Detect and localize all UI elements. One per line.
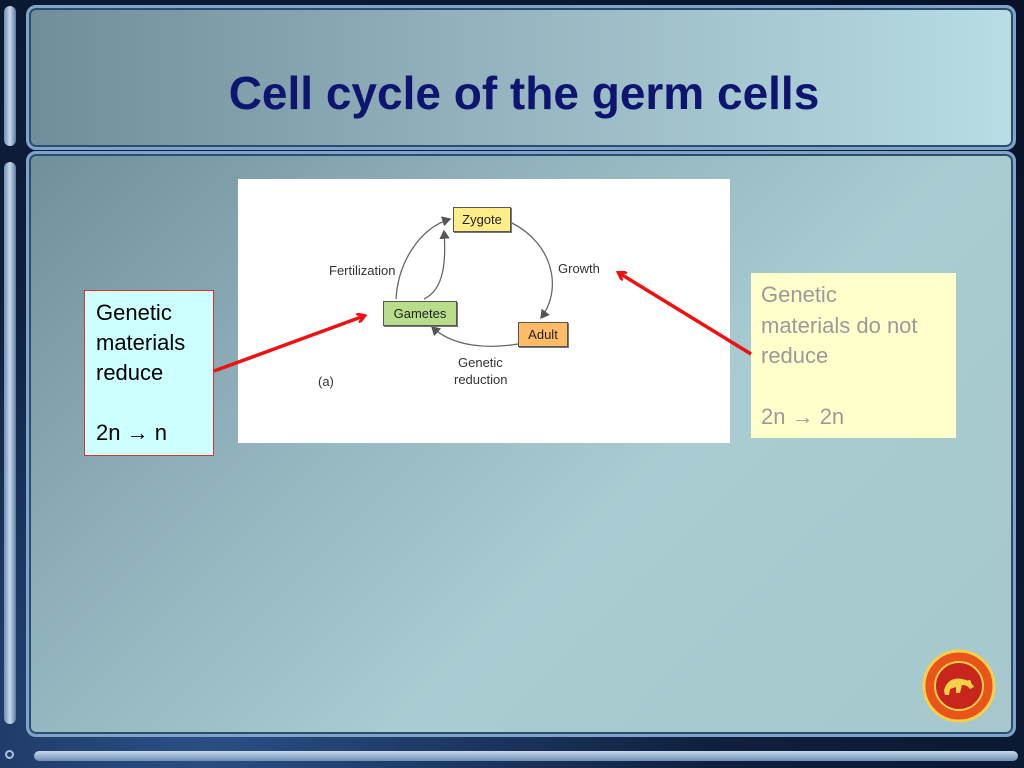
fertilization-label: Fertilization xyxy=(329,263,396,278)
growth-arc xyxy=(511,222,554,320)
adult-box: Adult xyxy=(518,322,568,347)
zygote-box: Zygote xyxy=(453,207,511,232)
reduction-label-2: reduction xyxy=(454,372,508,387)
fertilization-arc-outer xyxy=(395,216,452,300)
slide-title: Cell cycle of the germ cells xyxy=(228,67,820,119)
right-note-box: Genetic materials do not reduce 2n → 2n xyxy=(751,273,956,438)
reduction-label-1: Genetic xyxy=(458,355,503,370)
right-note-line-2: materials do not xyxy=(761,312,918,338)
decorative-rail-horizontal xyxy=(34,751,1018,761)
left-callout-arrow xyxy=(213,316,364,373)
decorative-rail-top xyxy=(4,6,16,146)
fertilization-arc-inner xyxy=(423,229,450,300)
left-note-line-3: reduce xyxy=(96,360,164,385)
cycle-arrows xyxy=(395,216,554,347)
university-seal-icon xyxy=(922,649,996,723)
reduction-arc xyxy=(431,326,519,347)
growth-label: Growth xyxy=(558,261,600,276)
right-note-formula: 2n → 2n xyxy=(761,403,845,429)
left-note-line-1: Genetic xyxy=(96,300,172,325)
right-note-line-3: reduce xyxy=(761,343,829,368)
decorative-rail-bottom xyxy=(4,162,16,724)
title-panel: Cell cycle of the germ cells xyxy=(26,5,1016,150)
left-note-formula: 2n → n xyxy=(96,420,167,445)
right-note-line-1: Genetic xyxy=(761,282,837,307)
decorative-dot xyxy=(5,750,14,759)
right-callout-arrow xyxy=(619,273,752,356)
left-note-box: Genetic materials reduce 2n → n xyxy=(84,290,214,456)
cell-cycle-diagram: Zygote Gametes Adult Fertilization Growt… xyxy=(238,179,730,443)
gametes-box: Gametes xyxy=(383,301,457,326)
panel-label: (a) xyxy=(318,374,334,389)
left-note-line-2: materials xyxy=(96,330,186,355)
